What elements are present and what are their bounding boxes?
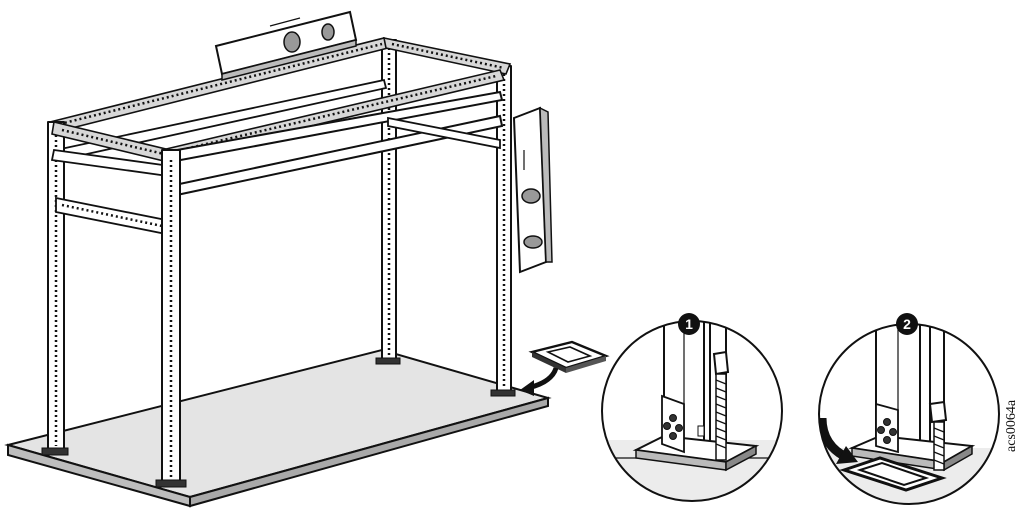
rack-frame xyxy=(41,36,516,488)
arrow-head-icon xyxy=(520,380,534,396)
bubble-vial-icon xyxy=(521,188,541,204)
leveling-shim xyxy=(839,456,947,492)
callout-number-1: 1 xyxy=(685,316,693,332)
leveling-bolt xyxy=(928,400,948,424)
top-rail-back xyxy=(382,36,512,75)
spirit-level-horizontal xyxy=(214,10,358,81)
detail-view-1 xyxy=(601,320,783,502)
leveling-shim xyxy=(528,340,610,373)
rack-post-back-right xyxy=(490,65,516,397)
side-rail-back-right xyxy=(387,116,501,150)
leveling-bolt xyxy=(712,350,730,376)
bubble-vial-icon xyxy=(283,31,301,53)
rack-post-front-right xyxy=(155,149,187,488)
rack-post-front-left xyxy=(41,121,69,456)
arrow-head-icon xyxy=(836,446,858,464)
callout-badge-1: 1 xyxy=(678,313,700,335)
figure-id-label: acs0064a xyxy=(1004,399,1019,452)
callout-number-2: 2 xyxy=(903,316,911,332)
spirit-level-vertical xyxy=(512,106,553,274)
detail-view-2 xyxy=(818,323,1000,505)
bubble-vial-icon xyxy=(321,23,335,41)
floor-plate xyxy=(4,348,552,508)
callout-badge-2: 2 xyxy=(896,313,918,335)
bubble-vial-icon xyxy=(523,235,543,249)
